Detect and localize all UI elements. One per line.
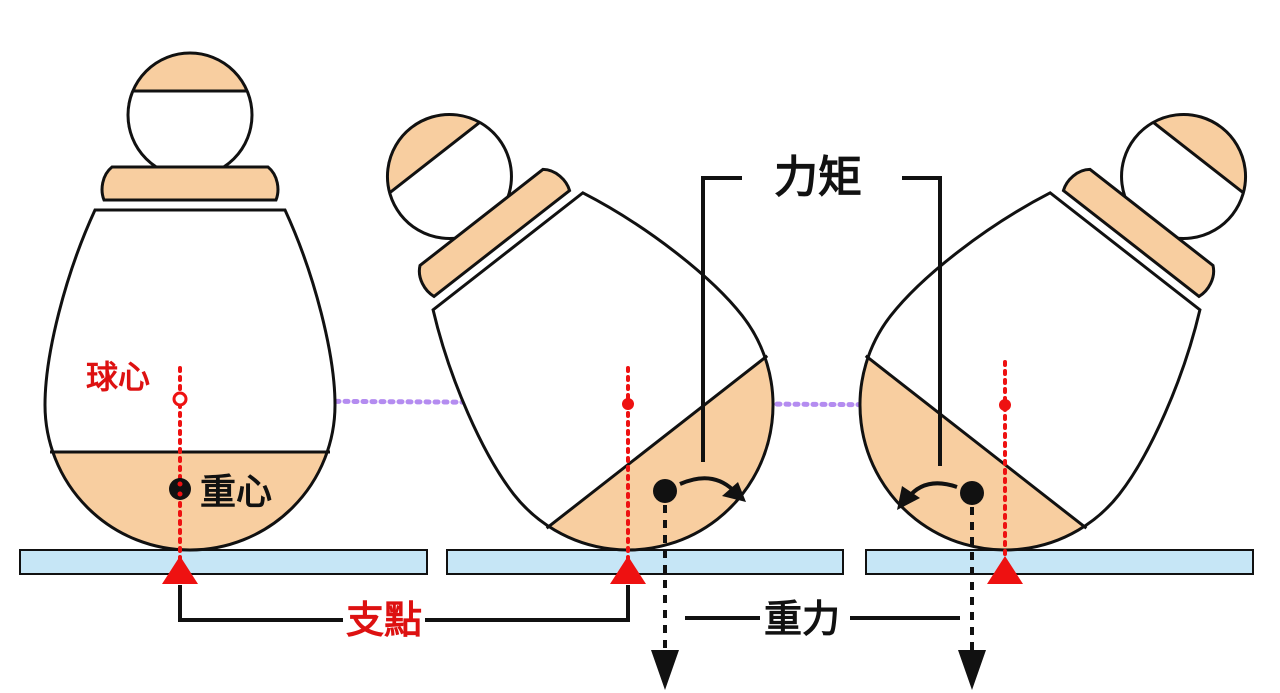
center-of-gravity-dot-3 [960,481,984,505]
gravity-arrowhead-2 [651,650,679,690]
ground-plate-left [19,549,428,575]
ball-center-dot-1 [172,391,188,407]
ball-center-dot-2 [622,398,634,410]
fulcrum-triangle-2 [610,556,646,584]
ball-center-dot-3 [999,399,1011,411]
gravity-arrowhead-3 [958,650,986,690]
center-of-gravity-label: 重心 [200,471,272,513]
center-of-gravity-dot-2 [653,479,677,503]
ground-plate-right [865,549,1254,575]
torque-bracket [701,176,942,466]
torque-arrow-right [679,476,735,492]
tumbler-collar [100,165,280,202]
tumbler-tilted-left [362,89,832,609]
center-of-gravity-dot-1 [169,478,191,500]
fulcrum-connector [178,585,630,622]
fulcrum-triangle-3 [987,556,1023,584]
gravity-label: 重力 [764,596,840,641]
tumbler-tilted-right [801,89,1271,609]
tumbler-head [126,51,254,179]
fulcrum-label: 支點 [346,597,422,642]
ball-center-label: 球心 [86,358,150,396]
torque-label: 力矩 [774,152,862,203]
ground-plate-middle [446,549,844,575]
tumbler-body [43,208,337,552]
fulcrum-triangle-1 [162,556,198,584]
